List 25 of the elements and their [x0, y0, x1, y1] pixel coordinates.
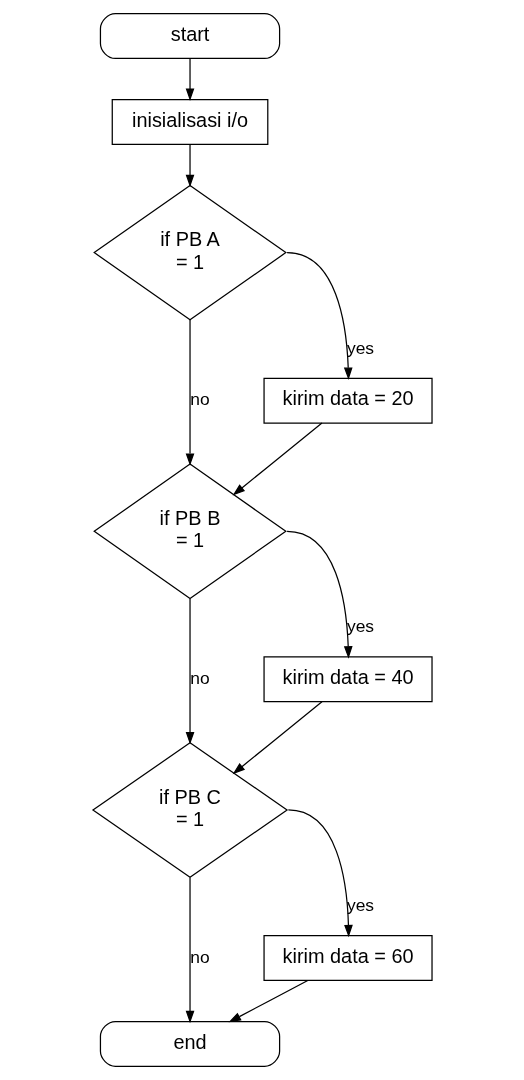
edge-label: no — [189, 946, 210, 967]
edge-label: yes — [346, 616, 374, 637]
node-box: kirim data = 20 — [262, 377, 433, 424]
arrow — [185, 319, 194, 466]
arrow — [285, 251, 353, 380]
arrow — [185, 876, 194, 1024]
arrow — [185, 143, 194, 188]
arrow — [185, 598, 194, 745]
node-box: kirim data = 60 — [262, 935, 433, 982]
edge-label: no — [189, 667, 210, 688]
node-box: inisialisasi i/o — [111, 98, 268, 145]
arrow — [285, 530, 353, 659]
node-box: end — [99, 1020, 280, 1067]
arrow — [232, 701, 323, 775]
node-box: start — [99, 13, 280, 60]
node-diamond: if PB C = 1 — [91, 742, 288, 878]
arrow — [232, 422, 323, 496]
node-diamond: if PB A = 1 — [92, 184, 287, 321]
arrow — [287, 809, 353, 938]
arrow — [228, 979, 308, 1023]
edge-label: no — [189, 389, 210, 410]
node-box: kirim data = 40 — [262, 656, 433, 703]
arrow — [185, 58, 194, 101]
edge-label: yes — [346, 337, 374, 358]
node-diamond: if PB B = 1 — [92, 463, 287, 600]
